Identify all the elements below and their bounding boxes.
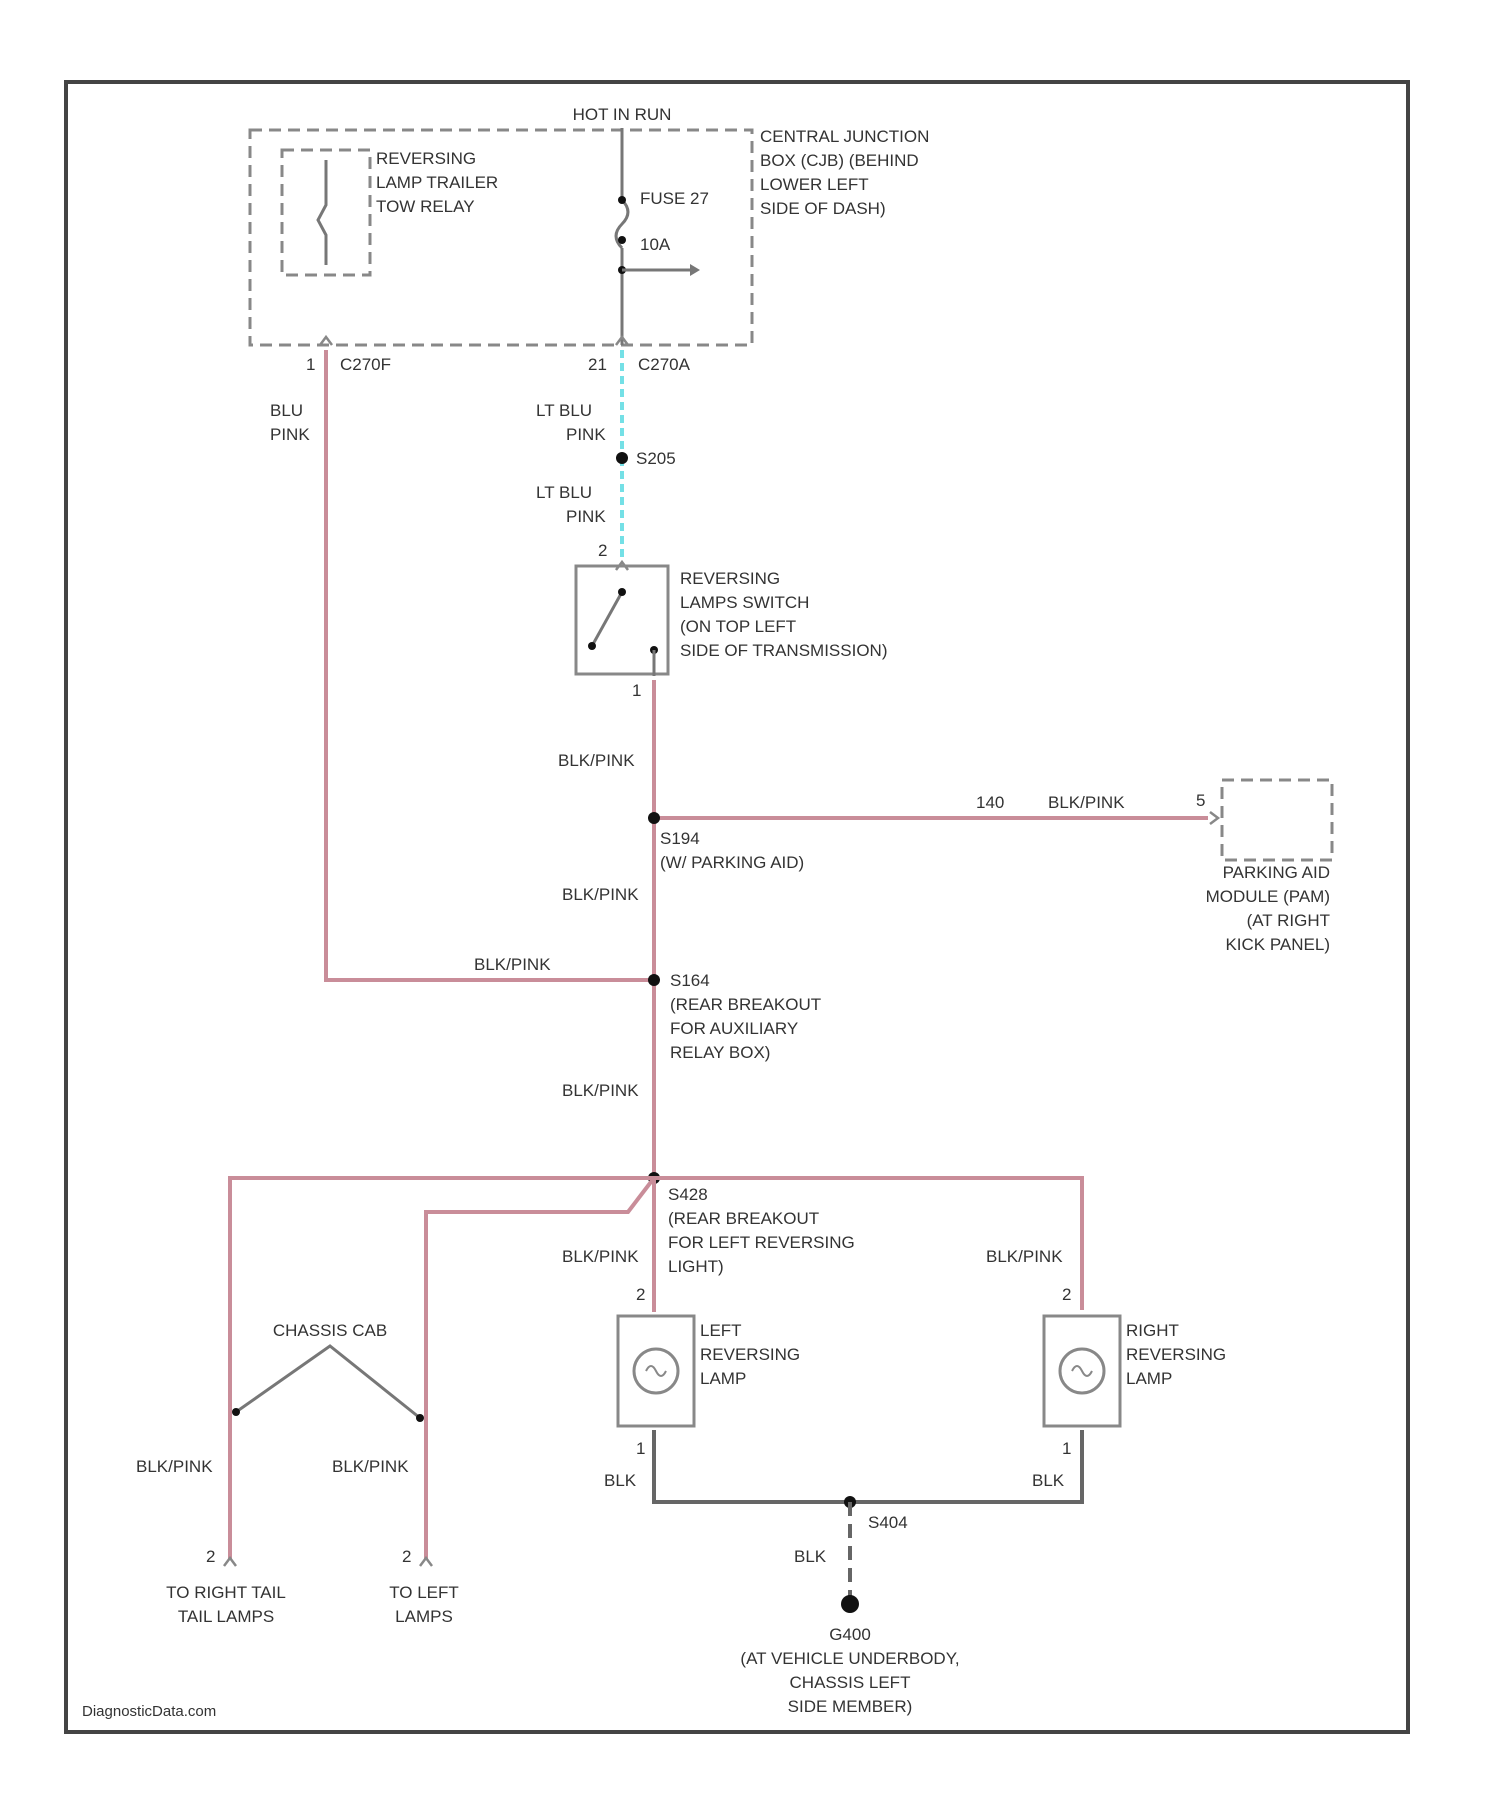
chassis-cab-node-left bbox=[232, 1408, 240, 1416]
parking-module-name-2: MODULE (PAM) bbox=[1206, 887, 1330, 906]
to-left-pin: 2 bbox=[402, 1547, 411, 1566]
chassis-cab-node-right bbox=[416, 1414, 424, 1422]
splice-s164-note-3: RELAY BOX) bbox=[670, 1043, 770, 1062]
splice-s205-label: S205 bbox=[636, 449, 676, 468]
left-lamp-name-2: REVERSING bbox=[700, 1345, 800, 1364]
wire-label-blk-pink-2: BLK/PINK bbox=[562, 885, 639, 904]
left-lamp-name-3: LAMP bbox=[700, 1369, 746, 1388]
wire-blk-ground bbox=[654, 1430, 1082, 1502]
parking-module-name-4: KICK PANEL) bbox=[1225, 935, 1330, 954]
switch-name-4: SIDE OF TRANSMISSION) bbox=[680, 641, 888, 660]
connector-left-pin: 1 bbox=[306, 355, 315, 374]
wire-label-blk-pink-1: BLK/PINK bbox=[558, 751, 635, 770]
parking-module-name-1: PARKING AID bbox=[1223, 863, 1330, 882]
ground-label-1: (AT VEHICLE UNDERBODY, bbox=[740, 1649, 959, 1668]
ground-label-2: CHASSIS LEFT bbox=[790, 1673, 911, 1692]
right-lamp-pin-top: 2 bbox=[1062, 1285, 1071, 1304]
left-lamp-pin-top: 2 bbox=[636, 1285, 645, 1304]
wire-label-circuit-140: 140 bbox=[976, 793, 1004, 812]
cjb-name-1: CENTRAL JUNCTION bbox=[760, 127, 929, 146]
ground-label-3: SIDE MEMBER) bbox=[788, 1697, 913, 1716]
parking-module-outline bbox=[1222, 780, 1332, 860]
left-lamp-pin-bottom: 1 bbox=[636, 1439, 645, 1458]
splice-s164-dot bbox=[648, 974, 660, 986]
splice-s428-note-3: LIGHT) bbox=[668, 1257, 724, 1276]
ground-g400-icon bbox=[841, 1595, 859, 1613]
connector-right-id: C270A bbox=[638, 355, 691, 374]
splice-s428-id: S428 bbox=[668, 1185, 708, 1204]
wire-label-blk-pink-left-lamp: BLK/PINK bbox=[562, 1247, 639, 1266]
parking-module-pin-icon bbox=[1210, 812, 1218, 824]
switch-pin-bottom: 1 bbox=[632, 681, 641, 700]
fuse-rating: 10A bbox=[640, 235, 671, 254]
wire-to-right-tail bbox=[230, 1178, 654, 1560]
to-right-label-2: TAIL LAMPS bbox=[178, 1607, 274, 1626]
to-right-pin-icon bbox=[224, 1558, 236, 1566]
switch-name-3: (ON TOP LEFT bbox=[680, 617, 796, 636]
fuse-node-mid bbox=[618, 236, 626, 244]
wire-label-ltblu-upper-2: PINK bbox=[566, 425, 606, 444]
parking-module-pin: 5 bbox=[1196, 791, 1205, 810]
connector-left-id: C270F bbox=[340, 355, 391, 374]
fuse-label: FUSE 27 bbox=[640, 189, 709, 208]
splice-s164-note-1: (REAR BREAKOUT bbox=[670, 995, 821, 1014]
relay-name-3: TOW RELAY bbox=[376, 197, 475, 216]
wire-label-blk-ground: BLK bbox=[794, 1547, 827, 1566]
splice-s428-note-1: (REAR BREAKOUT bbox=[668, 1209, 819, 1228]
wire-label-ltblu-upper-1: LT BLU bbox=[536, 401, 592, 420]
to-left-label-1: TO LEFT bbox=[389, 1583, 459, 1602]
relay-name-1: REVERSING bbox=[376, 149, 476, 168]
wire-label-blk-left: BLK bbox=[604, 1471, 637, 1490]
chassis-cab-label: CHASSIS CAB bbox=[273, 1321, 387, 1340]
wire-label-blk-pink-tail-right: BLK/PINK bbox=[136, 1457, 213, 1476]
splice-s428-note-2: FOR LEFT REVERSING bbox=[668, 1233, 855, 1252]
switch-pin-top: 2 bbox=[598, 541, 607, 560]
to-right-label-1: TO RIGHT TAIL bbox=[166, 1583, 286, 1602]
parking-module-name-3: (AT RIGHT bbox=[1247, 911, 1330, 930]
wire-label-blk-pink-tail-left: BLK/PINK bbox=[332, 1457, 409, 1476]
wire-label-blk-pink-horizontal: BLK/PINK bbox=[474, 955, 551, 974]
relay-contact bbox=[318, 160, 326, 265]
splice-s194-note: (W/ PARKING AID) bbox=[660, 853, 804, 872]
switch-contact bbox=[588, 642, 596, 650]
right-lamp-pin-bottom: 1 bbox=[1062, 1439, 1071, 1458]
splice-s404-label: S404 bbox=[868, 1513, 908, 1532]
wire-label-blu: BLU bbox=[270, 401, 303, 420]
fuse-branch-arrow-icon bbox=[690, 264, 700, 276]
cjb-name-3: LOWER LEFT bbox=[760, 175, 869, 194]
to-right-pin: 2 bbox=[206, 1547, 215, 1566]
switch-name-2: LAMPS SWITCH bbox=[680, 593, 809, 612]
cjb-name-2: BOX (CJB) (BEHIND bbox=[760, 151, 919, 170]
wire-label-blk-right: BLK bbox=[1032, 1471, 1065, 1490]
connector-right-pin: 21 bbox=[588, 355, 607, 374]
wire-label-blk-pink-3: BLK/PINK bbox=[562, 1081, 639, 1100]
splice-s194-id: S194 bbox=[660, 829, 700, 848]
power-label: HOT IN RUN bbox=[573, 105, 672, 124]
ground-id: G400 bbox=[829, 1625, 871, 1644]
splice-s164-note-2: FOR AUXILIARY bbox=[670, 1019, 798, 1038]
wire-label-ltblu-lower-2: PINK bbox=[566, 507, 606, 526]
right-lamp-name-1: RIGHT bbox=[1126, 1321, 1179, 1340]
splice-s164-id: S164 bbox=[670, 971, 710, 990]
to-left-pin-icon bbox=[420, 1558, 432, 1566]
switch-name-1: REVERSING bbox=[680, 569, 780, 588]
splice-s194-dot bbox=[648, 812, 660, 824]
watermark: DiagnosticData.com bbox=[82, 1703, 216, 1720]
switch-pivot bbox=[618, 588, 626, 596]
left-lamp-name-1: LEFT bbox=[700, 1321, 742, 1340]
diagram-frame bbox=[66, 82, 1408, 1732]
wire-label-blk-pink-140: BLK/PINK bbox=[1048, 793, 1125, 812]
wire-label-ltblu-lower-1: LT BLU bbox=[536, 483, 592, 502]
chassis-cab-bracket bbox=[236, 1346, 420, 1418]
right-lamp-name-3: LAMP bbox=[1126, 1369, 1172, 1388]
fuse-node-top bbox=[618, 196, 626, 204]
splice-s205-dot bbox=[616, 452, 628, 464]
right-lamp-name-2: REVERSING bbox=[1126, 1345, 1226, 1364]
to-left-label-2: LAMPS bbox=[395, 1607, 453, 1626]
wire-label-blk-pink-right-lamp: BLK/PINK bbox=[986, 1247, 1063, 1266]
relay-name-2: LAMP TRAILER bbox=[376, 173, 498, 192]
wire-label-pink: PINK bbox=[270, 425, 310, 444]
cjb-name-4: SIDE OF DASH) bbox=[760, 199, 886, 218]
